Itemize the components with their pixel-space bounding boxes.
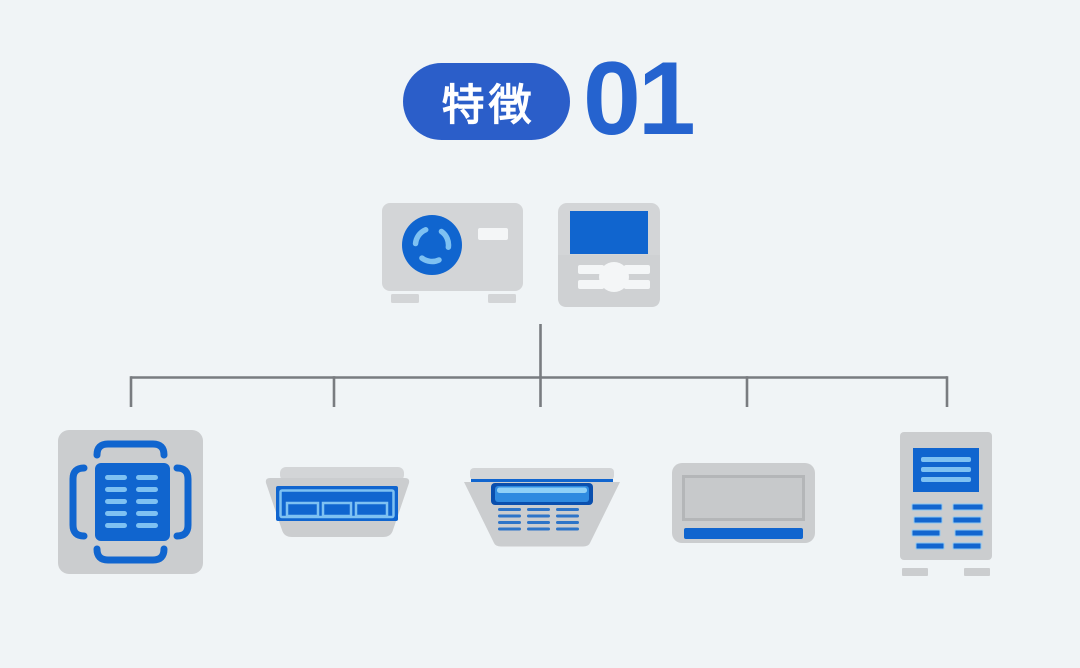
remote-controller-icon [558,203,660,307]
floor-standing-unit-icon [897,432,995,576]
outdoor-unit-icon [382,203,523,303]
ceiling-cassette-unit-icon [58,430,203,575]
ceiling-suspended-unit-icon [265,467,410,538]
feature-number: 01 [583,41,696,157]
wall-mounted-unit-icon [672,463,815,543]
feature-badge-label: 特徴 [441,81,536,130]
ceiling-concealed-unit-icon [462,468,622,547]
feature-badge-pill: 特徴 [403,63,570,140]
